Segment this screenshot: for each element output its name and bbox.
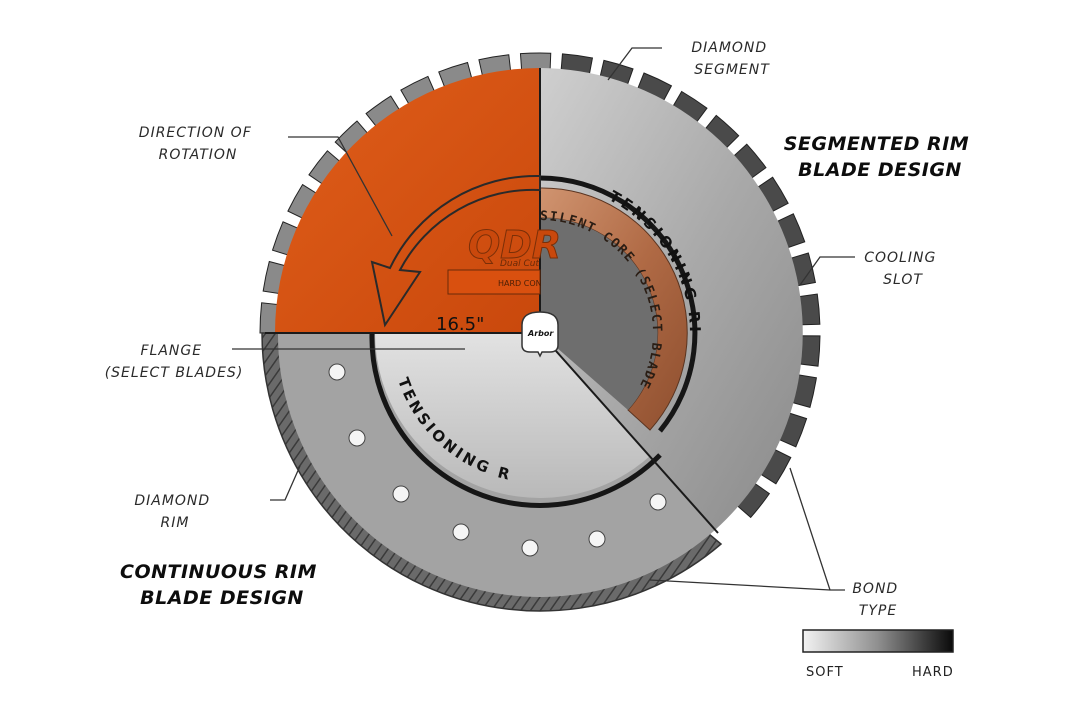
rotation-arrow-icon [370, 174, 541, 328]
svg-text:Dual Cut: Dual Cut [500, 259, 539, 269]
flange-area [375, 333, 650, 499]
tensioning-ring-arc-upper [539, 175, 698, 433]
leader-diamond-segment [607, 47, 662, 81]
tensioning-ring-arc-lower [369, 332, 662, 508]
diamond-segment-label: DIAMOND SEGMENT [691, 40, 772, 78]
brand-logo: QDR Dual Cut HARD CON [447, 223, 562, 295]
cooling-holes [328, 363, 667, 557]
diameter-label: 16.5" [436, 314, 484, 335]
arbor: Arbor [521, 311, 559, 358]
segmented-rim-title: SEGMENTED RIM BLADE DESIGN [784, 133, 977, 181]
svg-text:HARD CON: HARD CON [498, 279, 542, 288]
diamond-segment-tooth [287, 183, 322, 222]
bond-scale-soft: SOFT [806, 665, 844, 680]
divider-diagonal [539, 332, 719, 534]
diamond-segment-tooth [756, 447, 792, 485]
leader-diamond-rim [270, 465, 301, 501]
diamond-rim-label: DIAMOND RIM [134, 493, 215, 531]
diamond-segment-tooth [729, 143, 767, 182]
bond-scale-hard: HARD [912, 665, 954, 680]
leader-bond-type [649, 467, 845, 591]
diamond-segment-tooth [701, 114, 740, 152]
orange-quadrant [275, 68, 540, 333]
direction-of-rotation-label: DIRECTION OF ROTATION [139, 125, 257, 163]
diamond-segment-tooth [669, 90, 708, 127]
diamond-segment-tooth [365, 95, 404, 132]
continuous-rim-title: CONTINUOUS RIM BLADE DESIGN [120, 561, 324, 609]
inner-core [540, 217, 658, 410]
cooling-slot-label: COOLING SLOT [864, 250, 942, 288]
diamond-segment-tooth [733, 480, 771, 519]
bond-type-label: BOND TYPE [852, 581, 903, 619]
diamond-segment-tooth [308, 150, 345, 188]
diamond-segment-tooth [753, 176, 789, 215]
svg-text:QDR: QDR [468, 223, 561, 267]
leader-cooling-slot [799, 256, 855, 286]
svg-text:Arbor: Arbor [527, 329, 554, 338]
leader-direction-rotation [288, 136, 393, 237]
bond-scale-bar [802, 629, 954, 653]
flange-label: FLANGE (SELECT BLADES) [105, 343, 244, 381]
